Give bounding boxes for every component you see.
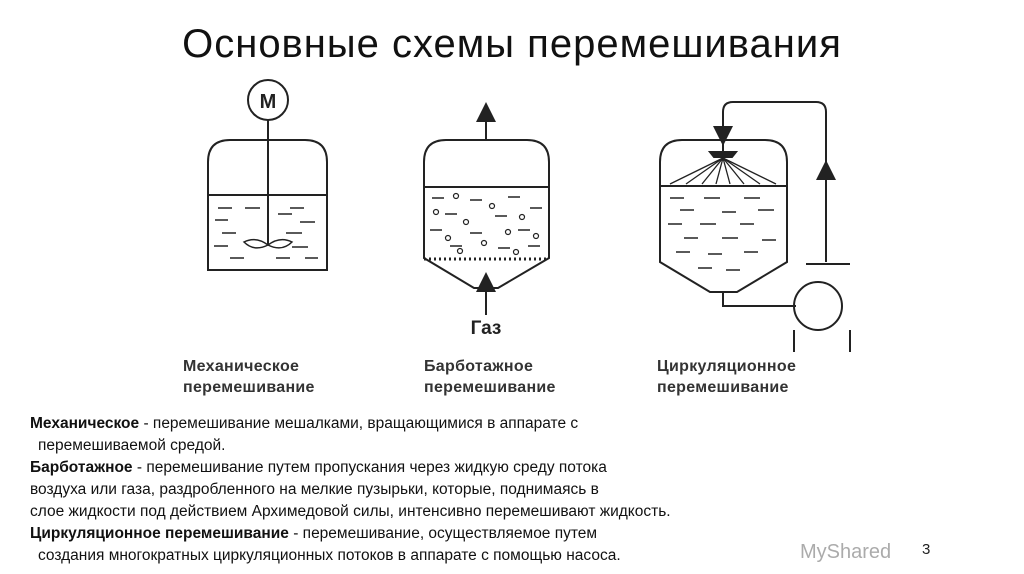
- caption-mechanical: Механическое перемешивание: [183, 356, 315, 398]
- definition-paragraph: Барботажное - перемешивание путем пропус…: [30, 457, 990, 523]
- caption-line: Механическое: [183, 358, 300, 375]
- definitions-text: Механическое - перемешивание мешалками, …: [30, 413, 990, 567]
- bubbling-mixer-diagram: Газ: [423, 102, 550, 339]
- definition-term: Барботажное: [30, 459, 133, 476]
- definition-line: перемешивание мешалками, вращающимися в …: [152, 415, 579, 432]
- vessel-mechanical: [207, 139, 328, 271]
- vessel-circulation: [659, 139, 788, 293]
- vessel-bubbling: [423, 139, 550, 289]
- mechanical-mixer-diagram: М: [207, 79, 328, 271]
- definition-term: Механическое: [30, 415, 140, 432]
- separator: -: [132, 459, 147, 476]
- caption-line: перемешивание: [424, 379, 556, 396]
- bubble-icons: [432, 192, 540, 256]
- recirculation-pipe: [722, 101, 827, 262]
- definition-line: слое жидкости под действием Архимедовой …: [30, 503, 671, 520]
- definition-line: перемешиваемой средой.: [38, 437, 226, 454]
- watermark-logo: MyShared: [800, 541, 892, 563]
- definition-line: перемешивание путем пропускания через жи…: [146, 459, 607, 476]
- spray-jets: [669, 157, 777, 185]
- pump-icon: [793, 281, 843, 331]
- caption-bubbling: Барботажное перемешивание: [424, 356, 556, 398]
- bubble-dashes: [430, 196, 542, 249]
- caption-line: Барботажное: [424, 358, 534, 375]
- caption-line: Циркуляционное: [657, 358, 797, 375]
- definition-term: Циркуляционное перемешивание: [30, 525, 289, 542]
- impeller-icon: [242, 238, 294, 249]
- slide-title: Основные схемы перемешивания: [182, 22, 842, 66]
- definition-line: перемешивание, осуществляемое путем: [302, 525, 598, 542]
- caption-line: перемешивание: [657, 379, 789, 396]
- separator: -: [139, 415, 153, 432]
- spray-nozzle-icon: [707, 151, 739, 158]
- page-number: 3: [922, 541, 931, 558]
- outlet-pipe: [722, 292, 796, 307]
- circulation-mixer-diagram: [659, 101, 851, 352]
- caption-circulation: Циркуляционное перемешивание: [657, 356, 796, 398]
- motor-label: М: [260, 91, 277, 113]
- definition-paragraph: Механическое - перемешивание мешалками, …: [30, 413, 990, 457]
- liquid-dashes: [668, 197, 776, 271]
- liquid-dashes: [214, 207, 318, 259]
- definition-paragraph: Циркуляционное перемешивание - перемешив…: [30, 523, 990, 567]
- definition-line: создания многократных циркуляционных пот…: [38, 547, 621, 564]
- definition-line: воздуха или газа, раздробленного на мелк…: [30, 481, 599, 498]
- caption-line: перемешивание: [183, 379, 315, 396]
- separator: -: [288, 525, 303, 542]
- gas-label: Газ: [471, 318, 502, 339]
